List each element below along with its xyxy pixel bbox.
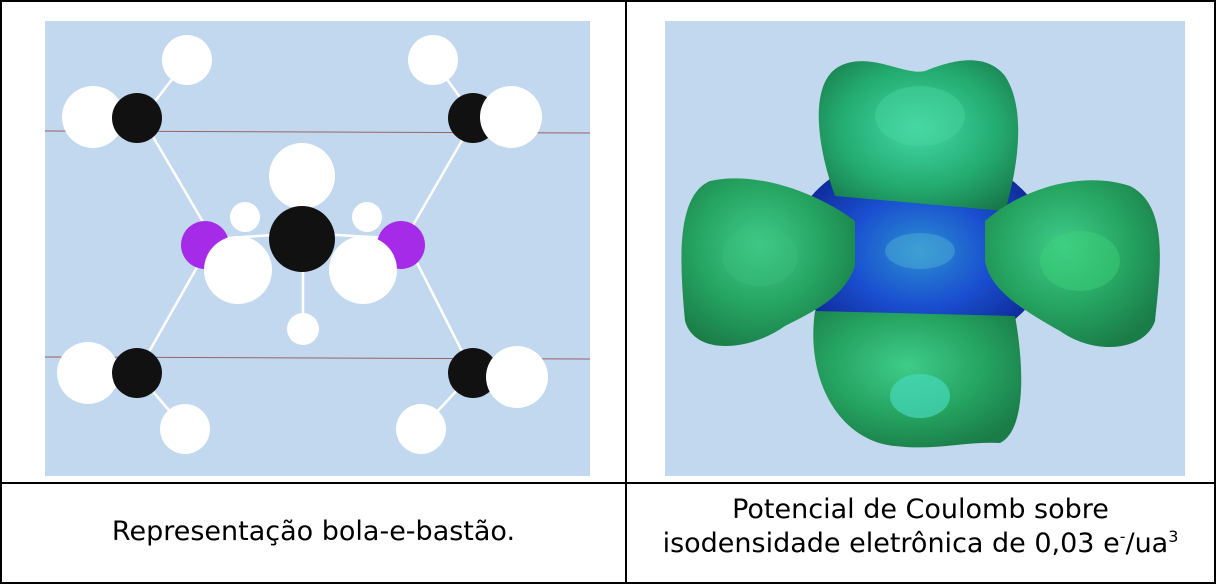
- hydrogen-atom: [396, 404, 446, 454]
- carbon-atom: [269, 206, 335, 272]
- hydrogen-atom: [408, 35, 458, 85]
- hydrogen-atom: [269, 143, 335, 209]
- coulomb-potential-image: [665, 21, 1185, 476]
- superscript-3: 3: [1168, 527, 1179, 546]
- hydrogen-atom: [204, 236, 272, 304]
- caption-ball-and-stick: Representação bola-e-bastão.: [111, 516, 516, 547]
- hydrogen-atom: [57, 342, 119, 404]
- hydrogen-atom: [162, 35, 212, 85]
- hydrogen-atom: [160, 404, 210, 454]
- carbon-atom: [112, 93, 162, 143]
- hydrogen-atom: [480, 86, 542, 148]
- carbon-atom: [448, 348, 498, 398]
- isodensity-surface: [681, 60, 1160, 448]
- caption-unit: /ua: [1125, 528, 1169, 559]
- carbon-atom: [112, 348, 162, 398]
- caption-line-2-text: isodensidade eletrônica de 0,03 e: [662, 528, 1120, 559]
- caption-line-2: isodensidade eletrônica de 0,03 e-/ua3: [627, 527, 1214, 561]
- hydrogen-atom: [62, 86, 124, 148]
- row-divider: [0, 482, 1216, 484]
- hydrogen-atom: [230, 202, 260, 232]
- column-divider: [625, 0, 627, 584]
- hydrogen-atom: [352, 202, 382, 232]
- superscript-minus: -: [1119, 527, 1126, 546]
- hydrogen-atom: [287, 313, 319, 345]
- ball-and-stick-model: [45, 35, 590, 454]
- caption-coulomb-potential: Potencial de Coulomb sobre isodensidade …: [627, 493, 1214, 561]
- ball-and-stick-image: [45, 21, 590, 476]
- hydrogen-atom: [329, 236, 397, 304]
- hydrogen-atom: [486, 346, 548, 408]
- caption-line-1: Potencial de Coulomb sobre: [732, 494, 1109, 525]
